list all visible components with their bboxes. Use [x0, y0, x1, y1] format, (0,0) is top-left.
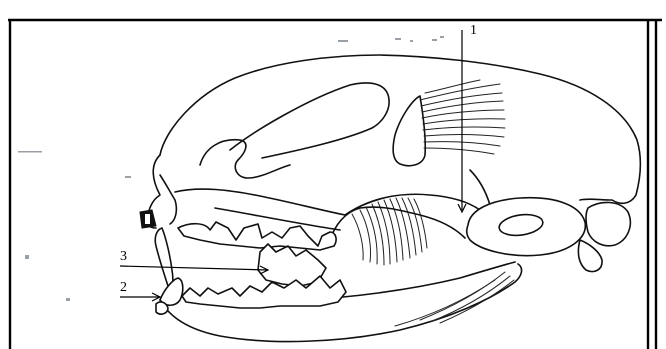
postorbital-line	[470, 170, 490, 205]
nasal-line	[160, 175, 176, 224]
leader-1	[458, 30, 466, 212]
label-3: 3	[120, 249, 127, 264]
leader-3	[120, 266, 268, 274]
auditory-bulla	[467, 198, 586, 256]
scan-specks	[18, 36, 444, 301]
zygomatic-lower	[215, 208, 340, 230]
parietal-ridge	[230, 83, 389, 158]
coronoid-process	[330, 207, 465, 240]
temporal-fossa	[393, 96, 425, 166]
lower-canine	[160, 278, 183, 305]
lower-tooth-row	[182, 276, 346, 308]
zygomatic-upper	[175, 189, 345, 215]
incisor-highlight	[145, 214, 150, 224]
orbit-outline	[200, 140, 290, 178]
label-1: 1	[470, 23, 477, 38]
label-2: 2	[120, 280, 127, 295]
occipital-condyle	[586, 202, 630, 245]
upper-canine	[155, 228, 173, 292]
lower-incisor	[156, 302, 168, 314]
paroccipital	[578, 240, 602, 272]
